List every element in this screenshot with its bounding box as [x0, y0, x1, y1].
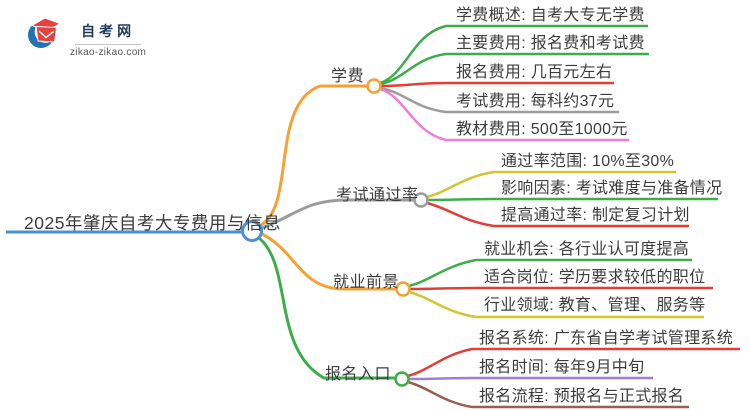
leaf-label: 教材费用: 500至1000元 [456, 121, 628, 138]
leaf-label: 行业领域: 教育、管理、服务等 [484, 297, 706, 314]
leaf-label: 主要费用: 报名费和考试费 [456, 35, 645, 52]
branch-label-registration: 报名入口 [325, 366, 392, 383]
leaf-label: 考试费用: 每科约37元 [456, 93, 615, 110]
leaf-curve [407, 380, 689, 409]
branch-curve-employment [261, 232, 396, 291]
branch-toggle-registration[interactable] [394, 371, 410, 387]
leaf-label: 通过率范围: 10%至30% [501, 153, 675, 170]
root-node-label: 2025年肇庆自考大专费用与信息 [24, 213, 281, 233]
site-logo[interactable]: 自考网 zikao-zikao.com [28, 12, 146, 58]
leaf-curve [426, 170, 676, 199]
branch-curve-registration [258, 236, 395, 380]
leaf-label: 适合岗位: 学历要求较低的职位 [484, 269, 706, 286]
branch-label-pass-rate: 考试通过率 [336, 187, 419, 204]
site-domain: zikao-zikao.com [70, 47, 147, 58]
leaf-curve [426, 201, 689, 228]
leaf-curve [408, 258, 692, 288]
leaf-label: 报名系统: 广东省自学考试管理系统 [479, 330, 733, 347]
leaf-curve [379, 24, 648, 85]
leaf-curve [407, 347, 740, 378]
leaf-curve [380, 81, 614, 88]
leaf-label: 报名流程: 预报名与正式报名 [479, 388, 685, 405]
branch-toggle-tuition[interactable] [366, 78, 382, 94]
branch-label-employment: 就业前景 [333, 274, 400, 291]
leaf-curve [379, 52, 649, 86]
leaf-label: 就业机会: 各行业认可度提高 [484, 241, 690, 258]
branch-toggle-pass-rate[interactable] [413, 192, 429, 208]
leaf-label: 报名时间: 每年9月中旬 [479, 359, 645, 376]
leaf-label: 报名费用: 几百元左右 [456, 64, 613, 81]
branch-curve-tuition [260, 84, 367, 227]
leaf-curve [408, 290, 704, 319]
root-node-circle[interactable] [241, 220, 263, 242]
leaf-curve [379, 86, 619, 114]
logo-divider [75, 44, 142, 45]
leaf-curve [408, 376, 653, 381]
branch-curve-pass-rate [261, 198, 414, 230]
site-name: 自考网 [81, 23, 136, 39]
graduation-cap-icon [28, 17, 62, 48]
leaf-label: 影响因素: 考试难度与准备情况 [501, 180, 723, 197]
branch-toggle-employment[interactable] [395, 281, 411, 297]
leaf-label: 学费概述: 自考大专无学费 [456, 7, 645, 24]
leaf-curve [379, 87, 629, 142]
leaf-label: 提高通过率: 制定复习计划 [501, 207, 690, 224]
leaf-curve [427, 197, 718, 202]
leaf-curve [409, 286, 713, 291]
branch-label-tuition: 学费 [331, 68, 365, 85]
